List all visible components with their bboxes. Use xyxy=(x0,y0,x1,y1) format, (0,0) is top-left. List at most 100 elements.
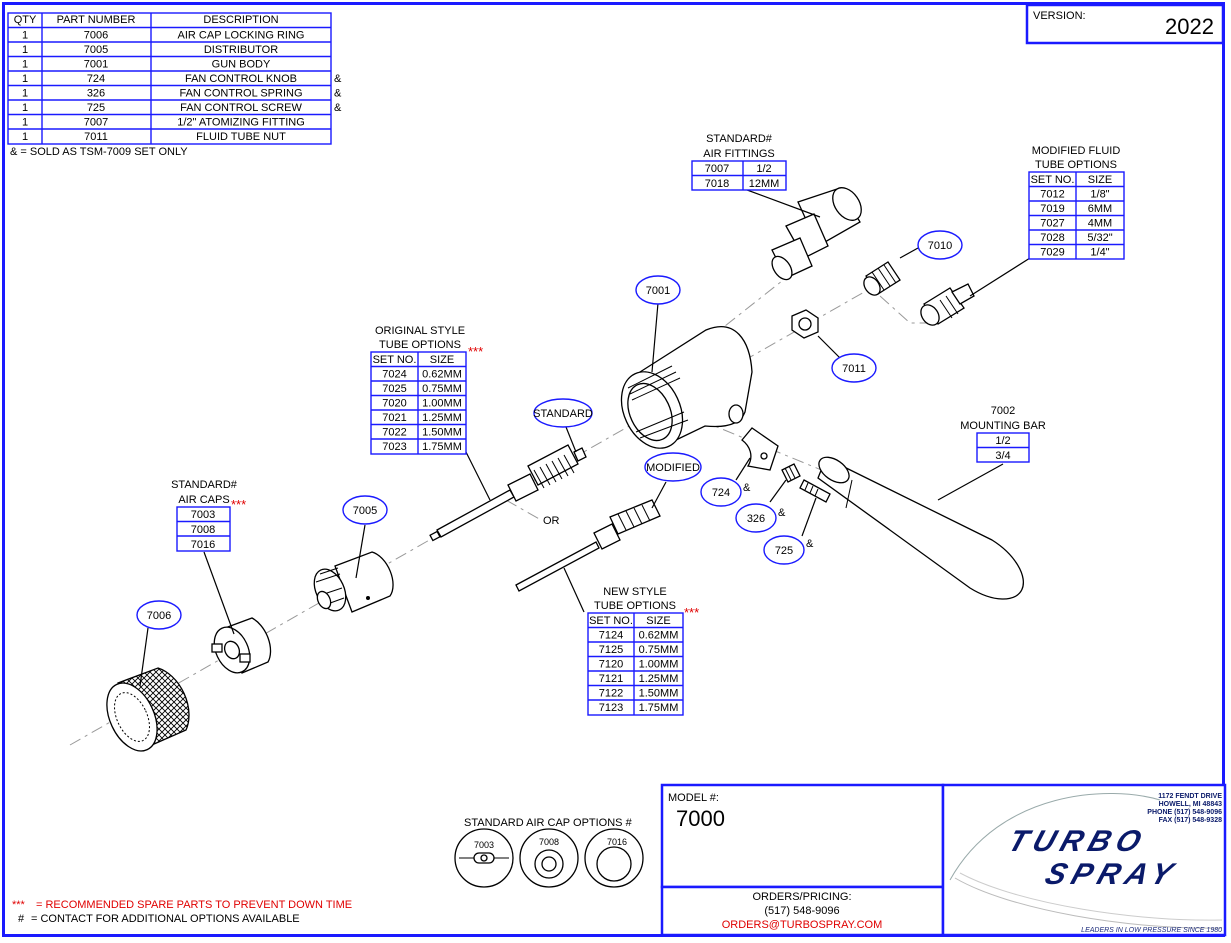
fluid-tube-fitting-drawing xyxy=(920,283,975,326)
new_tube-row-set: 7124 xyxy=(599,630,623,642)
new_tube-row-size: 1.75MM xyxy=(639,702,679,714)
new_tube-row-set: 7125 xyxy=(599,644,623,656)
orders-label: ORDERS/PRICING: xyxy=(752,891,851,903)
cap-options-title: STANDARD AIR CAP OPTIONS # xyxy=(464,817,633,829)
new_tube-row-set: 7122 xyxy=(599,688,623,700)
amp-326: & xyxy=(778,507,786,519)
amp-724: & xyxy=(743,482,751,494)
mounting-bar-size-2: 3/4 xyxy=(995,450,1010,462)
legend-stars: *** xyxy=(12,899,26,911)
logo-word-2: SPRAY xyxy=(1041,857,1183,891)
header-part-number: PART NUMBER xyxy=(57,14,136,26)
new_tube-row-set: 7123 xyxy=(599,702,623,714)
logo-word-1: TURBO xyxy=(1004,824,1152,858)
fluid_tube-row-size: 1/8" xyxy=(1090,189,1109,201)
mounting-bar-title-2: MOUNTING BAR xyxy=(960,420,1046,432)
original_tube-row-size: 0.62MM xyxy=(422,369,462,381)
parts-row-description: 1/2" ATOMIZING FITTING xyxy=(177,117,305,129)
air-cap-7016: 7016 xyxy=(191,539,215,551)
air-caps-title-1: STANDARD# xyxy=(171,479,238,491)
parts-row-qty: 1 xyxy=(22,102,28,114)
legend: *** = RECOMMENDED SPARE PARTS TO PREVENT… xyxy=(12,899,352,925)
fluid_tube-row-size: 6MM xyxy=(1088,203,1112,215)
new-tube-title-1: NEW STYLE xyxy=(603,586,667,598)
svg-text:7006: 7006 xyxy=(147,610,171,622)
bubble-7006: 7006 xyxy=(136,600,182,630)
original_tube-header-size: SIZE xyxy=(430,354,454,366)
parts-row-qty: 1 xyxy=(22,73,28,85)
fluid-tube-nut-drawing xyxy=(791,309,819,339)
parts-row-description: FLUID TUBE NUT xyxy=(196,131,286,143)
air-fittings-title-2: AIR FITTINGS xyxy=(703,148,775,160)
svg-text:7003: 7003 xyxy=(474,840,494,850)
air-caps-title-2: AIR CAPS xyxy=(178,494,229,506)
svg-text:7005: 7005 xyxy=(353,505,377,517)
svg-text:7016: 7016 xyxy=(607,837,627,847)
company-phone: PHONE (517) 548-9096 xyxy=(1147,809,1222,816)
svg-text:STANDARD: STANDARD xyxy=(533,408,593,420)
original_tube-row-set: 7021 xyxy=(382,412,406,424)
model-label: MODEL #: xyxy=(668,792,719,804)
original_tube-row-size: 0.75MM xyxy=(422,383,462,395)
fluid_tube-row-set: 7012 xyxy=(1040,189,1064,201)
title-block: MODEL #: 7000 ORDERS/PRICING: (517) 548-… xyxy=(660,783,1227,937)
parts-row-set-flag: & xyxy=(334,102,342,114)
set-note: & = SOLD AS TSM-7009 SET ONLY xyxy=(10,146,188,158)
fluid_tube-row-size: 5/32" xyxy=(1087,232,1112,244)
parts-row-part-number: 7011 xyxy=(84,131,108,143)
bubble-7011: 7011 xyxy=(831,353,877,383)
air-fittings-title-1: STANDARD# xyxy=(706,133,773,145)
original_tube-row-set: 7020 xyxy=(382,398,406,410)
mounting-bar-size-1: 1/2 xyxy=(995,435,1010,447)
or-label: OR xyxy=(543,515,560,527)
air-fitting-part-7018: 7018 xyxy=(705,178,729,190)
fan-control-knob-drawing xyxy=(741,427,779,471)
svg-text:7001: 7001 xyxy=(646,285,670,297)
original_tube-row-set: 7022 xyxy=(382,427,406,439)
svg-text:725: 725 xyxy=(775,545,793,557)
fan-control-screw-drawing xyxy=(799,479,831,503)
bubble-326: 326 xyxy=(735,503,777,533)
new-style-tube-table: NEW STYLE TUBE OPTIONS *** SET NO.SIZE71… xyxy=(587,586,699,716)
bubble-724: 724 xyxy=(700,477,742,507)
cap-option-7016: 7016 xyxy=(584,828,644,888)
company-city: HOWELL, MI 48843 xyxy=(1159,801,1223,808)
parts-row-set-flag: & xyxy=(334,73,342,85)
original-style-tube-table: ORIGINAL STYLE TUBE OPTIONS *** SET NO.S… xyxy=(370,325,483,455)
cap-option-7008: 7008 xyxy=(519,828,579,888)
svg-text:7011: 7011 xyxy=(842,363,866,375)
version-box: VERSION: 2022 xyxy=(1025,3,1225,45)
fluid_tube-header-size: SIZE xyxy=(1088,174,1112,186)
air-fitting-drawing xyxy=(771,187,862,281)
version-value: 2022 xyxy=(1165,14,1214,39)
gun-body-drawing xyxy=(620,326,753,449)
fluid-tube-title-1: MODIFIED FLUID xyxy=(1032,145,1121,157)
air-fitting-size-1: 1/2 xyxy=(756,163,771,175)
parts-row-part-number: 7006 xyxy=(84,30,108,42)
new_tube-row-size: 0.75MM xyxy=(639,644,679,656)
parts-row-set-flag: & xyxy=(334,88,342,100)
parts-row-description: FAN CONTROL SPRING xyxy=(179,88,302,100)
parts-row-part-number: 326 xyxy=(87,88,105,100)
mounting-bar-title-1: 7002 xyxy=(991,405,1015,417)
air-cap-options: STANDARD AIR CAP OPTIONS # 7003 7008 701… xyxy=(454,817,644,888)
air-fittings-table: STANDARD# AIR FITTINGS 7007 1/2 7018 12M… xyxy=(691,133,787,191)
svg-text:7008: 7008 xyxy=(539,837,559,847)
legend-spare-parts: = RECOMMENDED SPARE PARTS TO PREVENT DOW… xyxy=(36,899,352,911)
bubble-modified: MODIFIED xyxy=(644,452,702,482)
leader-lines xyxy=(139,186,1031,687)
original-tube-title-2: TUBE OPTIONS xyxy=(379,339,461,351)
new-tube-drawing xyxy=(515,499,661,592)
air-cap-7003: 7003 xyxy=(191,509,215,521)
fluid_tube-row-size: 1/4" xyxy=(1090,247,1109,259)
fluid_tube-header-set: SET NO. xyxy=(1031,174,1075,186)
parts-row-part-number: 725 xyxy=(87,102,105,114)
original_tube-header-set: SET NO. xyxy=(373,354,417,366)
fluid-tube-options-table: MODIFIED FLUID TUBE OPTIONS SET NO.SIZE7… xyxy=(1028,145,1125,260)
cap-option-7003: 7003 xyxy=(454,828,514,888)
original-tube-title-1: ORIGINAL STYLE xyxy=(375,325,465,337)
new_tube-row-set: 7121 xyxy=(599,673,623,685)
header-description: DESCRIPTION xyxy=(203,14,278,26)
